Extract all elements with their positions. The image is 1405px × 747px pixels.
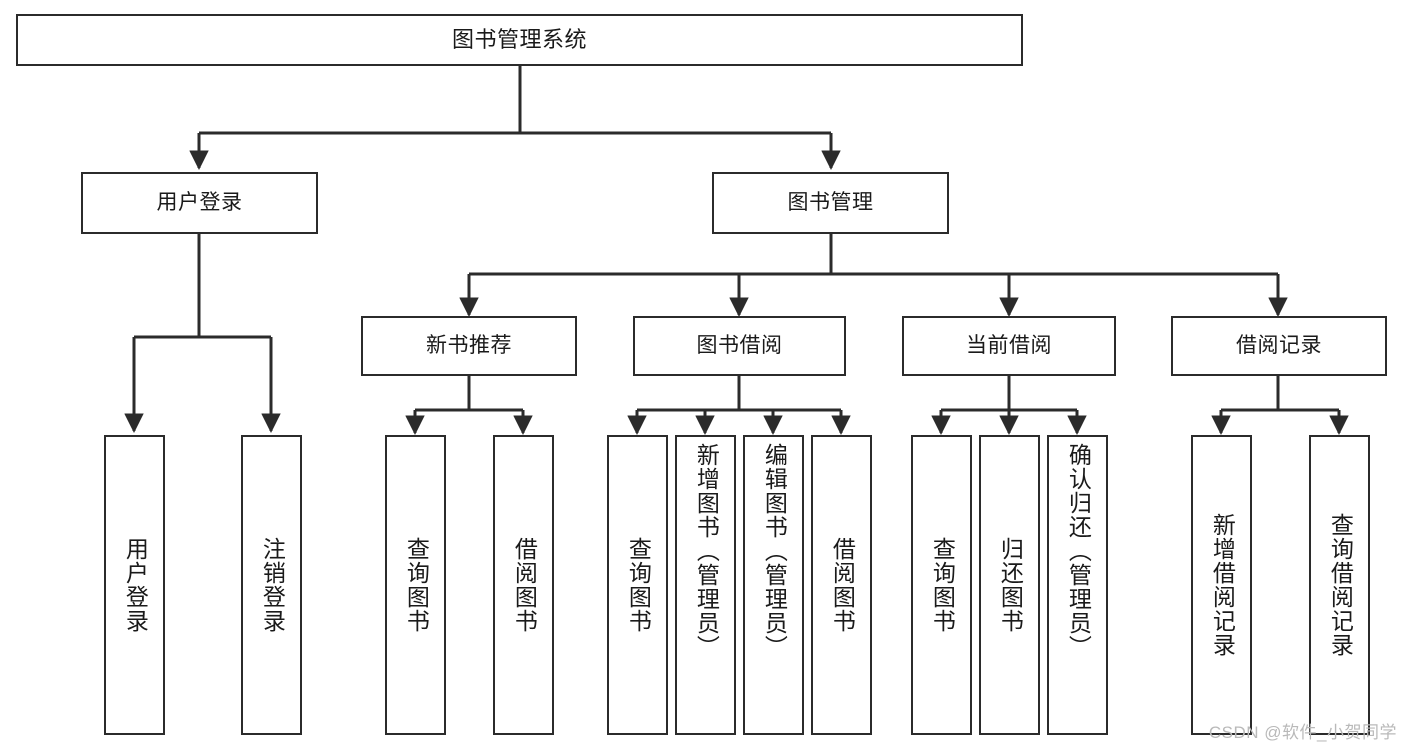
node-leaf-borrow-book-2-label: 借阅图书 [829,537,856,633]
node-leaf-query-book-1-label: 查询图书 [403,537,430,633]
node-leaf-query-book-1[interactable]: 查询图书 [385,435,446,735]
node-user-login-label: 用户登录 [156,191,243,215]
node-new-book-rec[interactable]: 新书推荐 [361,316,577,376]
node-user-login[interactable]: 用户登录 [81,172,318,234]
node-leaf-return-book[interactable]: 归还图书 [979,435,1040,735]
node-book-borrow[interactable]: 图书借阅 [633,316,846,376]
node-book-manage[interactable]: 图书管理 [712,172,949,234]
node-leaf-user-login[interactable]: 用户登录 [104,435,165,735]
node-leaf-logout[interactable]: 注销登录 [241,435,302,735]
node-leaf-borrow-book-1[interactable]: 借阅图书 [493,435,554,735]
node-leaf-query-book-2[interactable]: 查询图书 [607,435,668,735]
node-leaf-confirm-return[interactable]: 确认归还（管理员） [1047,435,1108,735]
node-leaf-logout-label: 注销登录 [259,537,286,633]
node-borrow-record[interactable]: 借阅记录 [1171,316,1387,376]
node-leaf-borrow-book-1-label: 借阅图书 [511,537,538,633]
node-leaf-query-record[interactable]: 查询借阅记录 [1309,435,1370,735]
node-leaf-confirm-return-label: 确认归还（管理员） [1065,443,1092,659]
node-leaf-add-record-label: 新增借阅记录 [1209,513,1236,657]
node-root-label: 图书管理系统 [451,26,587,52]
node-book-borrow-label: 图书借阅 [696,334,783,358]
node-leaf-edit-book[interactable]: 编辑图书（管理员） [743,435,804,735]
node-current-borrow[interactable]: 当前借阅 [902,316,1116,376]
node-current-borrow-label: 当前借阅 [966,334,1052,358]
node-leaf-add-record[interactable]: 新增借阅记录 [1191,435,1252,735]
node-leaf-add-book[interactable]: 新增图书（管理员） [675,435,736,735]
node-leaf-add-book-label: 新增图书（管理员） [693,443,720,659]
node-borrow-record-label: 借阅记录 [1236,334,1322,358]
node-leaf-borrow-book-2[interactable]: 借阅图书 [811,435,872,735]
node-leaf-return-book-label: 归还图书 [997,537,1024,633]
node-leaf-query-book-3[interactable]: 查询图书 [911,435,972,735]
node-leaf-query-record-label: 查询借阅记录 [1327,513,1354,657]
node-root[interactable]: 图书管理系统 [16,14,1023,66]
node-new-book-rec-label: 新书推荐 [426,334,512,358]
node-leaf-query-book-3-label: 查询图书 [929,537,956,633]
node-leaf-query-book-2-label: 查询图书 [625,537,652,633]
watermark-text: CSDN @软件_小贺同学 [1208,723,1397,742]
node-book-manage-label: 图书管理 [787,191,874,215]
node-leaf-edit-book-label: 编辑图书（管理员） [761,443,788,659]
node-leaf-user-login-label: 用户登录 [122,537,149,633]
